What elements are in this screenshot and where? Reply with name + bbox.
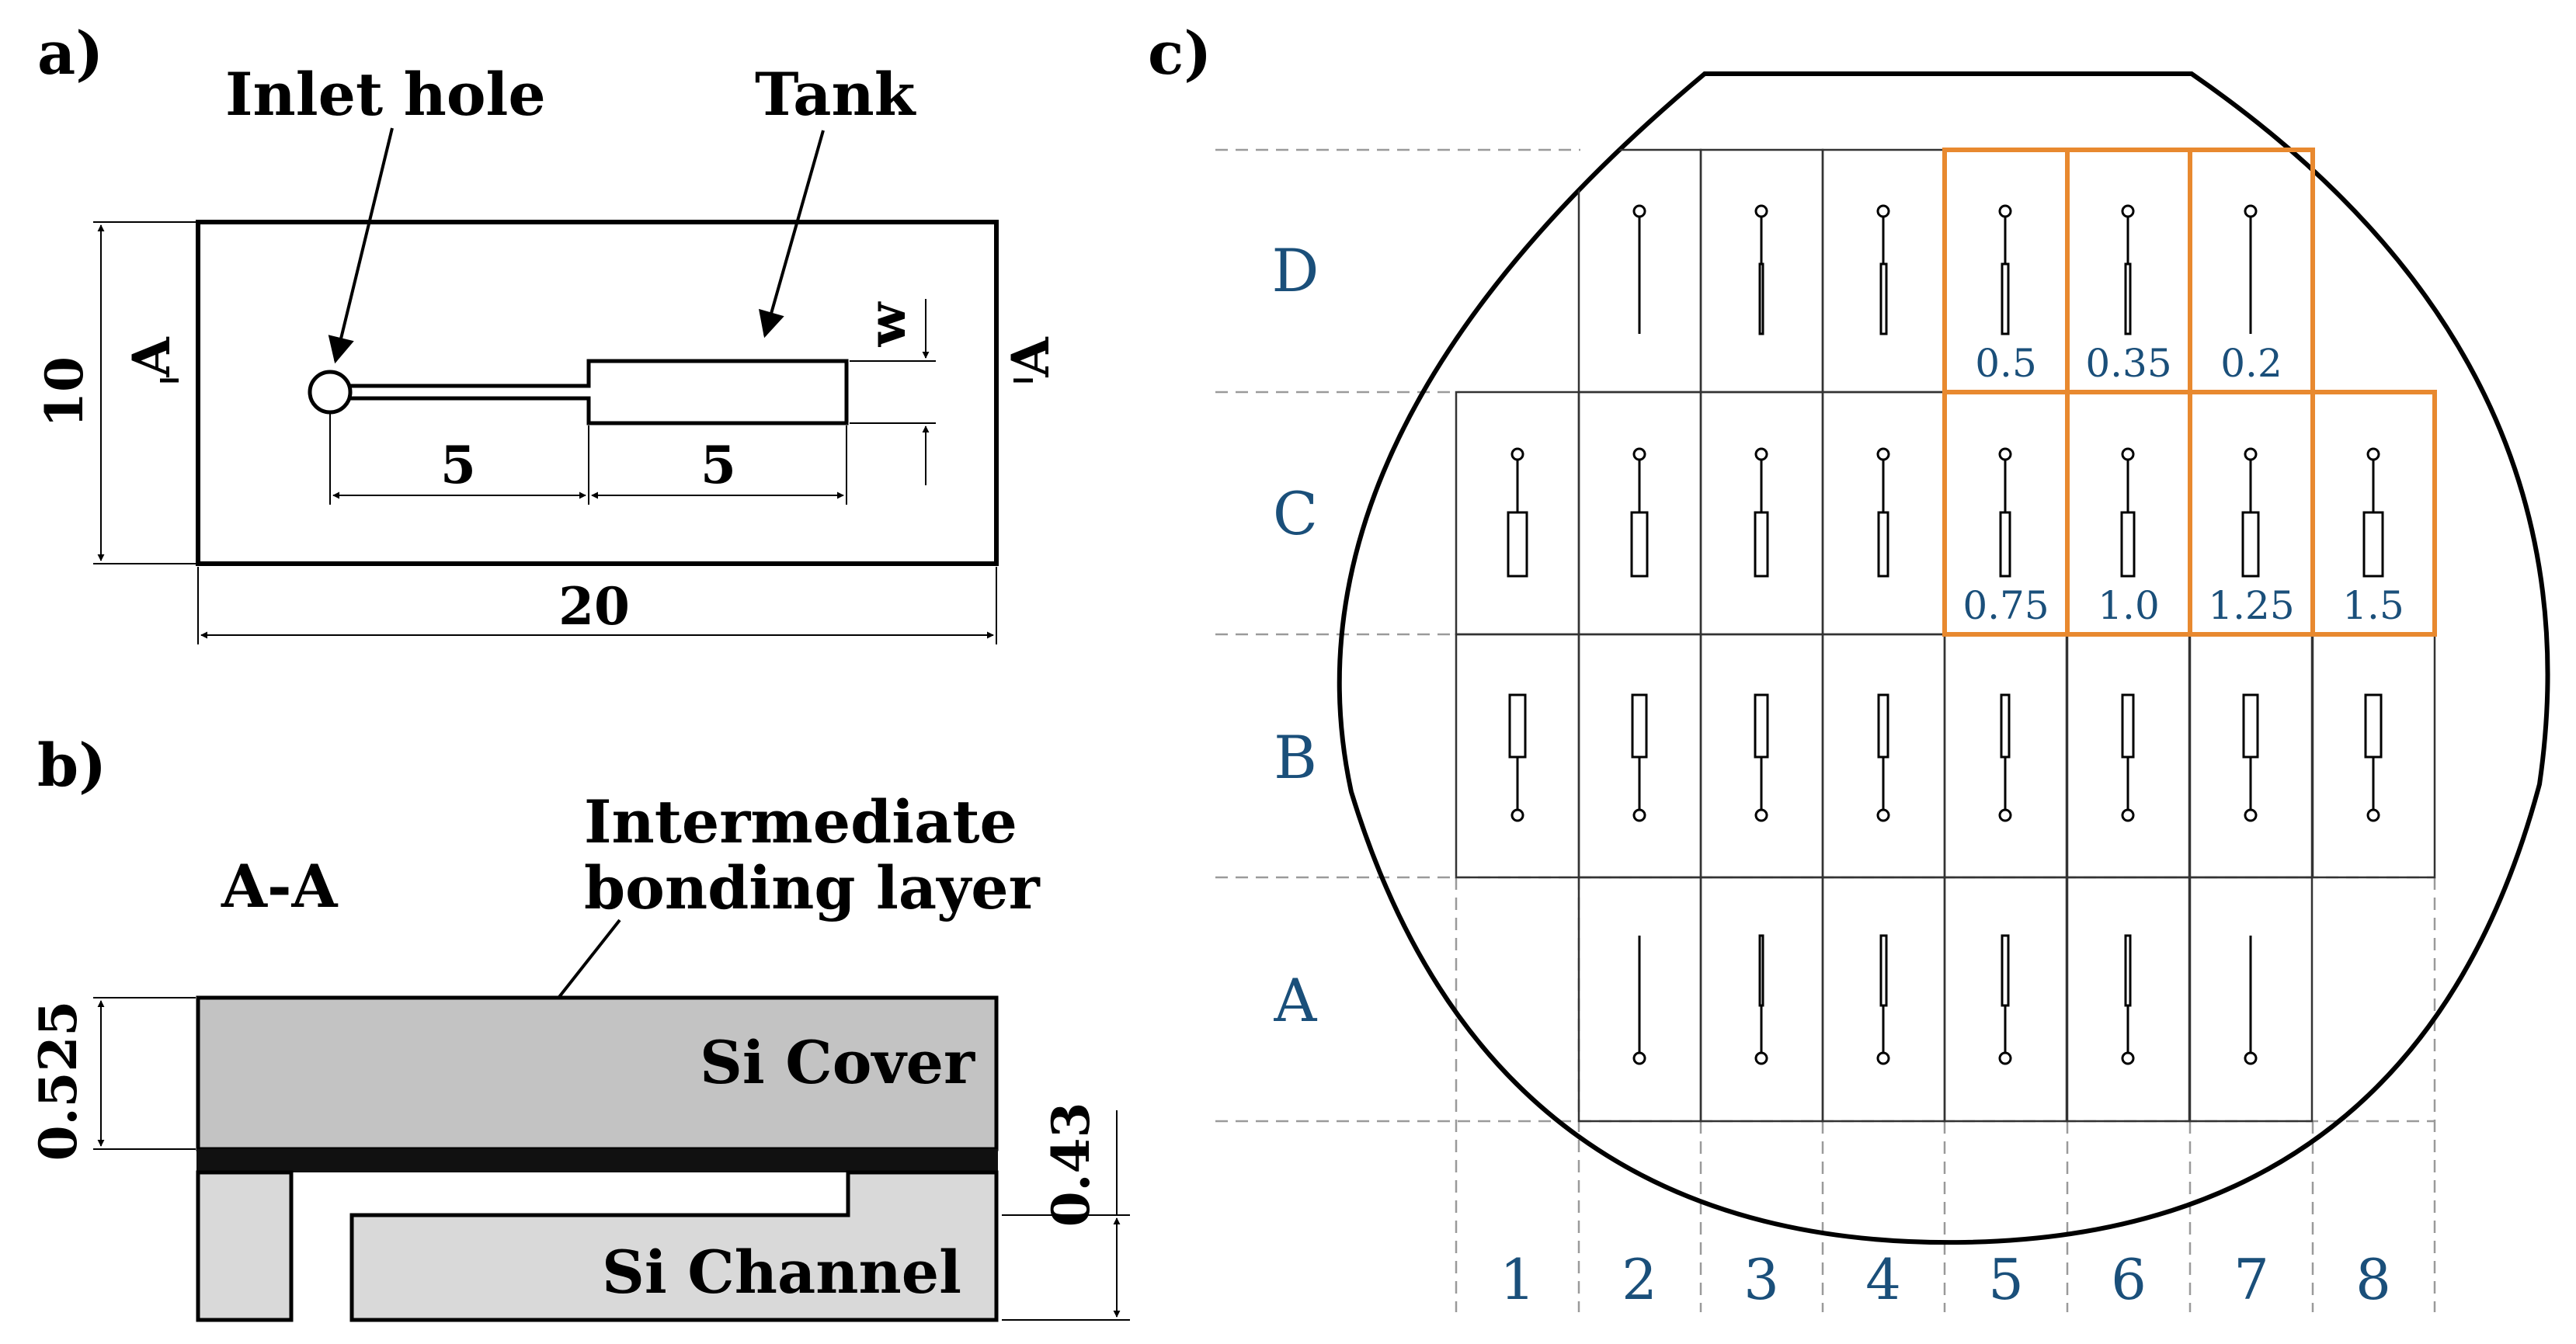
si-channel-left (196, 1170, 294, 1322)
value-c5: 0.75 (1962, 583, 2049, 628)
col-label-5: 5 (1988, 1247, 2024, 1312)
bonding-layer-label-1: Intermediate (584, 787, 1017, 856)
dim-w-text: w (857, 300, 917, 347)
inlet-hole (308, 370, 353, 415)
col-label-2: 2 (1622, 1247, 1657, 1312)
highlight-c8 (2310, 390, 2437, 637)
inlet-hole-label: Inlet hole (225, 60, 546, 129)
tank-leader (759, 130, 825, 339)
highlight-boxes (1942, 148, 2437, 637)
dim-10-text: 10 (34, 356, 95, 428)
channel (350, 359, 849, 425)
si-channel-label: Si Channel (602, 1238, 961, 1307)
panel-c: c) (1148, 19, 2550, 1312)
value-d5: 0.5 (1975, 341, 2037, 386)
col-label-3: 3 (1743, 1247, 1779, 1312)
bonding-layer (196, 1149, 998, 1172)
dim-channel-text: 5 (440, 435, 476, 495)
row-label-a: A (1274, 966, 1318, 1035)
die-structures (1507, 204, 2384, 1065)
inlet-leader (328, 127, 394, 364)
col-label-6: 6 (2111, 1247, 2147, 1312)
si-cover (196, 995, 999, 1151)
col-label-1: 1 (1500, 1247, 1535, 1312)
row-label-d: D (1272, 236, 1319, 305)
row-label-b: B (1274, 723, 1317, 792)
section-mark-left: A (121, 337, 182, 378)
col-label-7: 7 (2234, 1247, 2269, 1312)
si-channel-body (349, 1170, 999, 1322)
col-label-4: 4 (1865, 1247, 1901, 1312)
section-label: A-A (221, 852, 339, 921)
bonding-layer-label-2: bonding layer (584, 853, 1041, 922)
dim-tank-text: 5 (700, 435, 736, 495)
tank-label: Tank (755, 60, 916, 129)
panel-a-label: a) (37, 19, 103, 88)
row-label-c: C (1273, 479, 1318, 548)
panel-b: b) A-A Intermediate bonding layer Si Cov… (28, 731, 1130, 1322)
value-d6: 0.35 (2085, 341, 2171, 386)
dim-channel-thick-text: 0.43 (1041, 1103, 1101, 1228)
dim-20-text: 20 (558, 576, 630, 637)
dim-cover-text: 0.525 (28, 1001, 89, 1162)
value-d7: 0.2 (2220, 341, 2282, 386)
panel-c-label: c) (1148, 19, 1212, 88)
section-mark-right: A (1000, 337, 1061, 378)
value-c6: 1.0 (2098, 583, 2160, 628)
value-c8: 1.5 (2342, 583, 2404, 628)
wafer-outline (1337, 71, 2550, 1245)
value-c7: 1.25 (2208, 583, 2294, 628)
si-cover-label: Si Cover (700, 1028, 975, 1097)
panel-b-label: b) (37, 731, 106, 800)
panel-a: a) Inlet hole Tank 10 20 5 5 w (34, 19, 1061, 644)
die-outline (196, 220, 999, 566)
col-label-8: 8 (2355, 1247, 2391, 1312)
